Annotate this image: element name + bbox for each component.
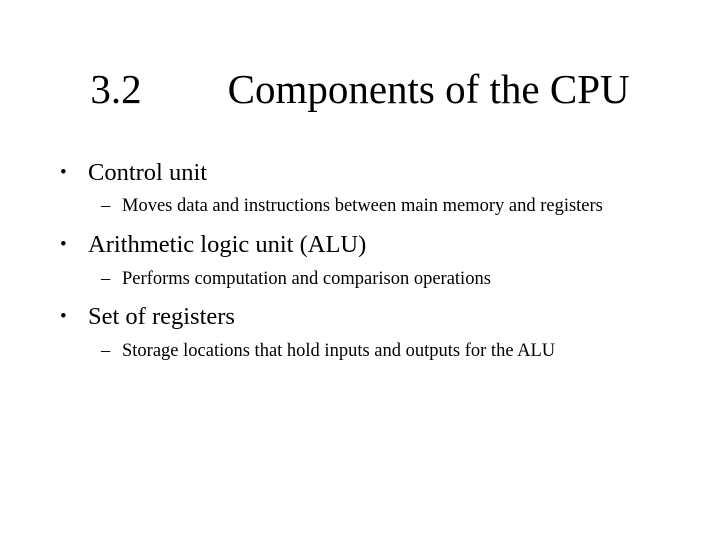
- sub-bullet-label: Storage locations that hold inputs and o…: [122, 341, 556, 361]
- bullet-dot-icon: •: [60, 306, 67, 327]
- bullet-item-level1: • Arithmetic logic unit (ALU): [0, 230, 720, 260]
- bullet-label: Arithmetic logic unit (ALU): [88, 230, 367, 258]
- bullet-dot-icon: •: [60, 233, 67, 255]
- slide-title: 3.2 Components of the CPU: [36, 66, 684, 112]
- sub-bullet-label: Performs computation and comparison oper…: [122, 268, 491, 289]
- bullet-item-level2: – Storage locations that hold inputs and…: [0, 339, 720, 364]
- bullet-item-level1: • Set of registers: [0, 302, 720, 332]
- title-section-number: 3.2: [90, 66, 142, 112]
- bullet-dash-icon: –: [101, 196, 111, 216]
- bullet-item-level2: – Performs computation and comparison op…: [0, 267, 720, 292]
- bullet-item-level1: • Control unit: [0, 158, 720, 188]
- title-heading-text: Components of the CPU: [227, 66, 630, 112]
- bullet-dash-icon: –: [101, 268, 111, 289]
- bullet-dash-icon: –: [101, 341, 111, 361]
- sub-bullet-label: Moves data and instructions between main…: [122, 196, 603, 216]
- bullet-item-level2: – Moves data and instructions between ma…: [0, 194, 720, 219]
- bullet-label: Set of registers: [88, 303, 235, 330]
- bullet-label: Control unit: [88, 159, 208, 186]
- slide-body: • Control unit – Moves data and instruct…: [0, 158, 720, 364]
- bullet-dot-icon: •: [60, 162, 67, 183]
